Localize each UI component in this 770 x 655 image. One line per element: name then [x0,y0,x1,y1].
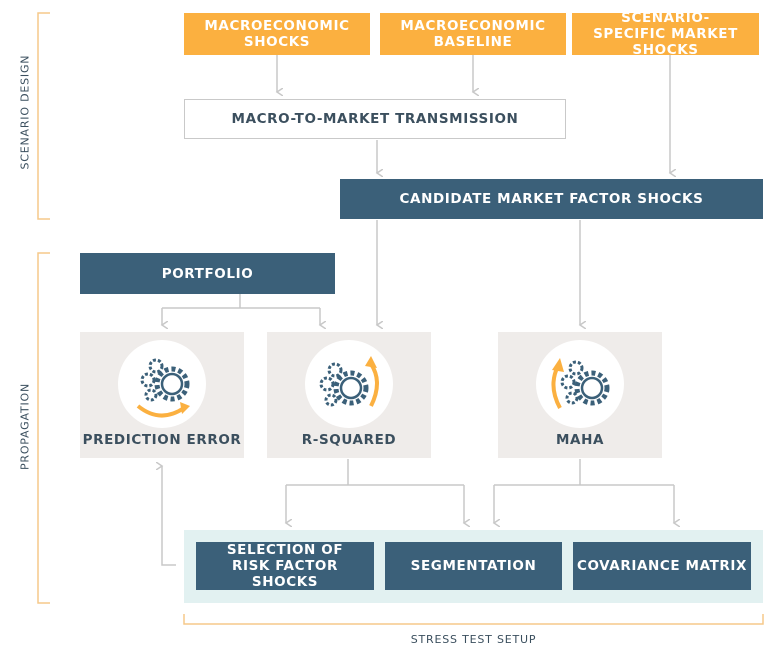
stress-test-setup-bracket [183,614,764,625]
prediction-error-panel: PREDICTION ERROR [80,332,244,458]
gears-cycle-icon [536,340,624,428]
portfolio-fork [162,294,320,309]
feedback-to-prediction [162,466,176,566]
selection-of-risk-factor-shocks-box: SELECTION OF RISK FACTOR SHOCKS [196,542,374,590]
portfolio-box: PORTFOLIO [80,253,335,294]
prediction-error-label: PREDICTION ERROR [82,432,242,448]
scenario-specific-shocks-box: SCENARIO-SPECIFIC MARKET SHOCKS [572,10,759,58]
maha-fork [494,459,674,486]
macroeconomic-shocks-box: MACROECONOMIC SHOCKS [184,13,370,55]
scenario-design-bracket [37,12,50,220]
stress-test-setup-label: STRESS TEST SETUP [410,633,537,646]
gears-cycle-icon [305,340,393,428]
macro-to-market-transmission-box: MACRO-TO-MARKET TRANSMISSION [184,99,566,139]
maha-panel: MAHA [498,332,662,458]
segmentation-box: SEGMENTATION [385,542,562,590]
propagation-bracket [37,252,50,604]
r-squared-panel: R-SQUARED [267,332,431,458]
rsquared-fork [286,459,464,486]
maha-label: MAHA [555,432,605,448]
macroeconomic-baseline-box: MACROECONOMIC BASELINE [380,13,566,55]
candidate-market-factor-shocks-box: CANDIDATE MARKET FACTOR SHOCKS [340,179,763,219]
gears-cycle-icon [118,340,206,428]
r-squared-label: R-SQUARED [301,432,397,448]
covariance-matrix-box: COVARIANCE MATRIX [573,542,751,590]
propagation-label: PROPAGATION [18,382,32,471]
scenario-design-label: SCENARIO DESIGN [18,54,32,170]
